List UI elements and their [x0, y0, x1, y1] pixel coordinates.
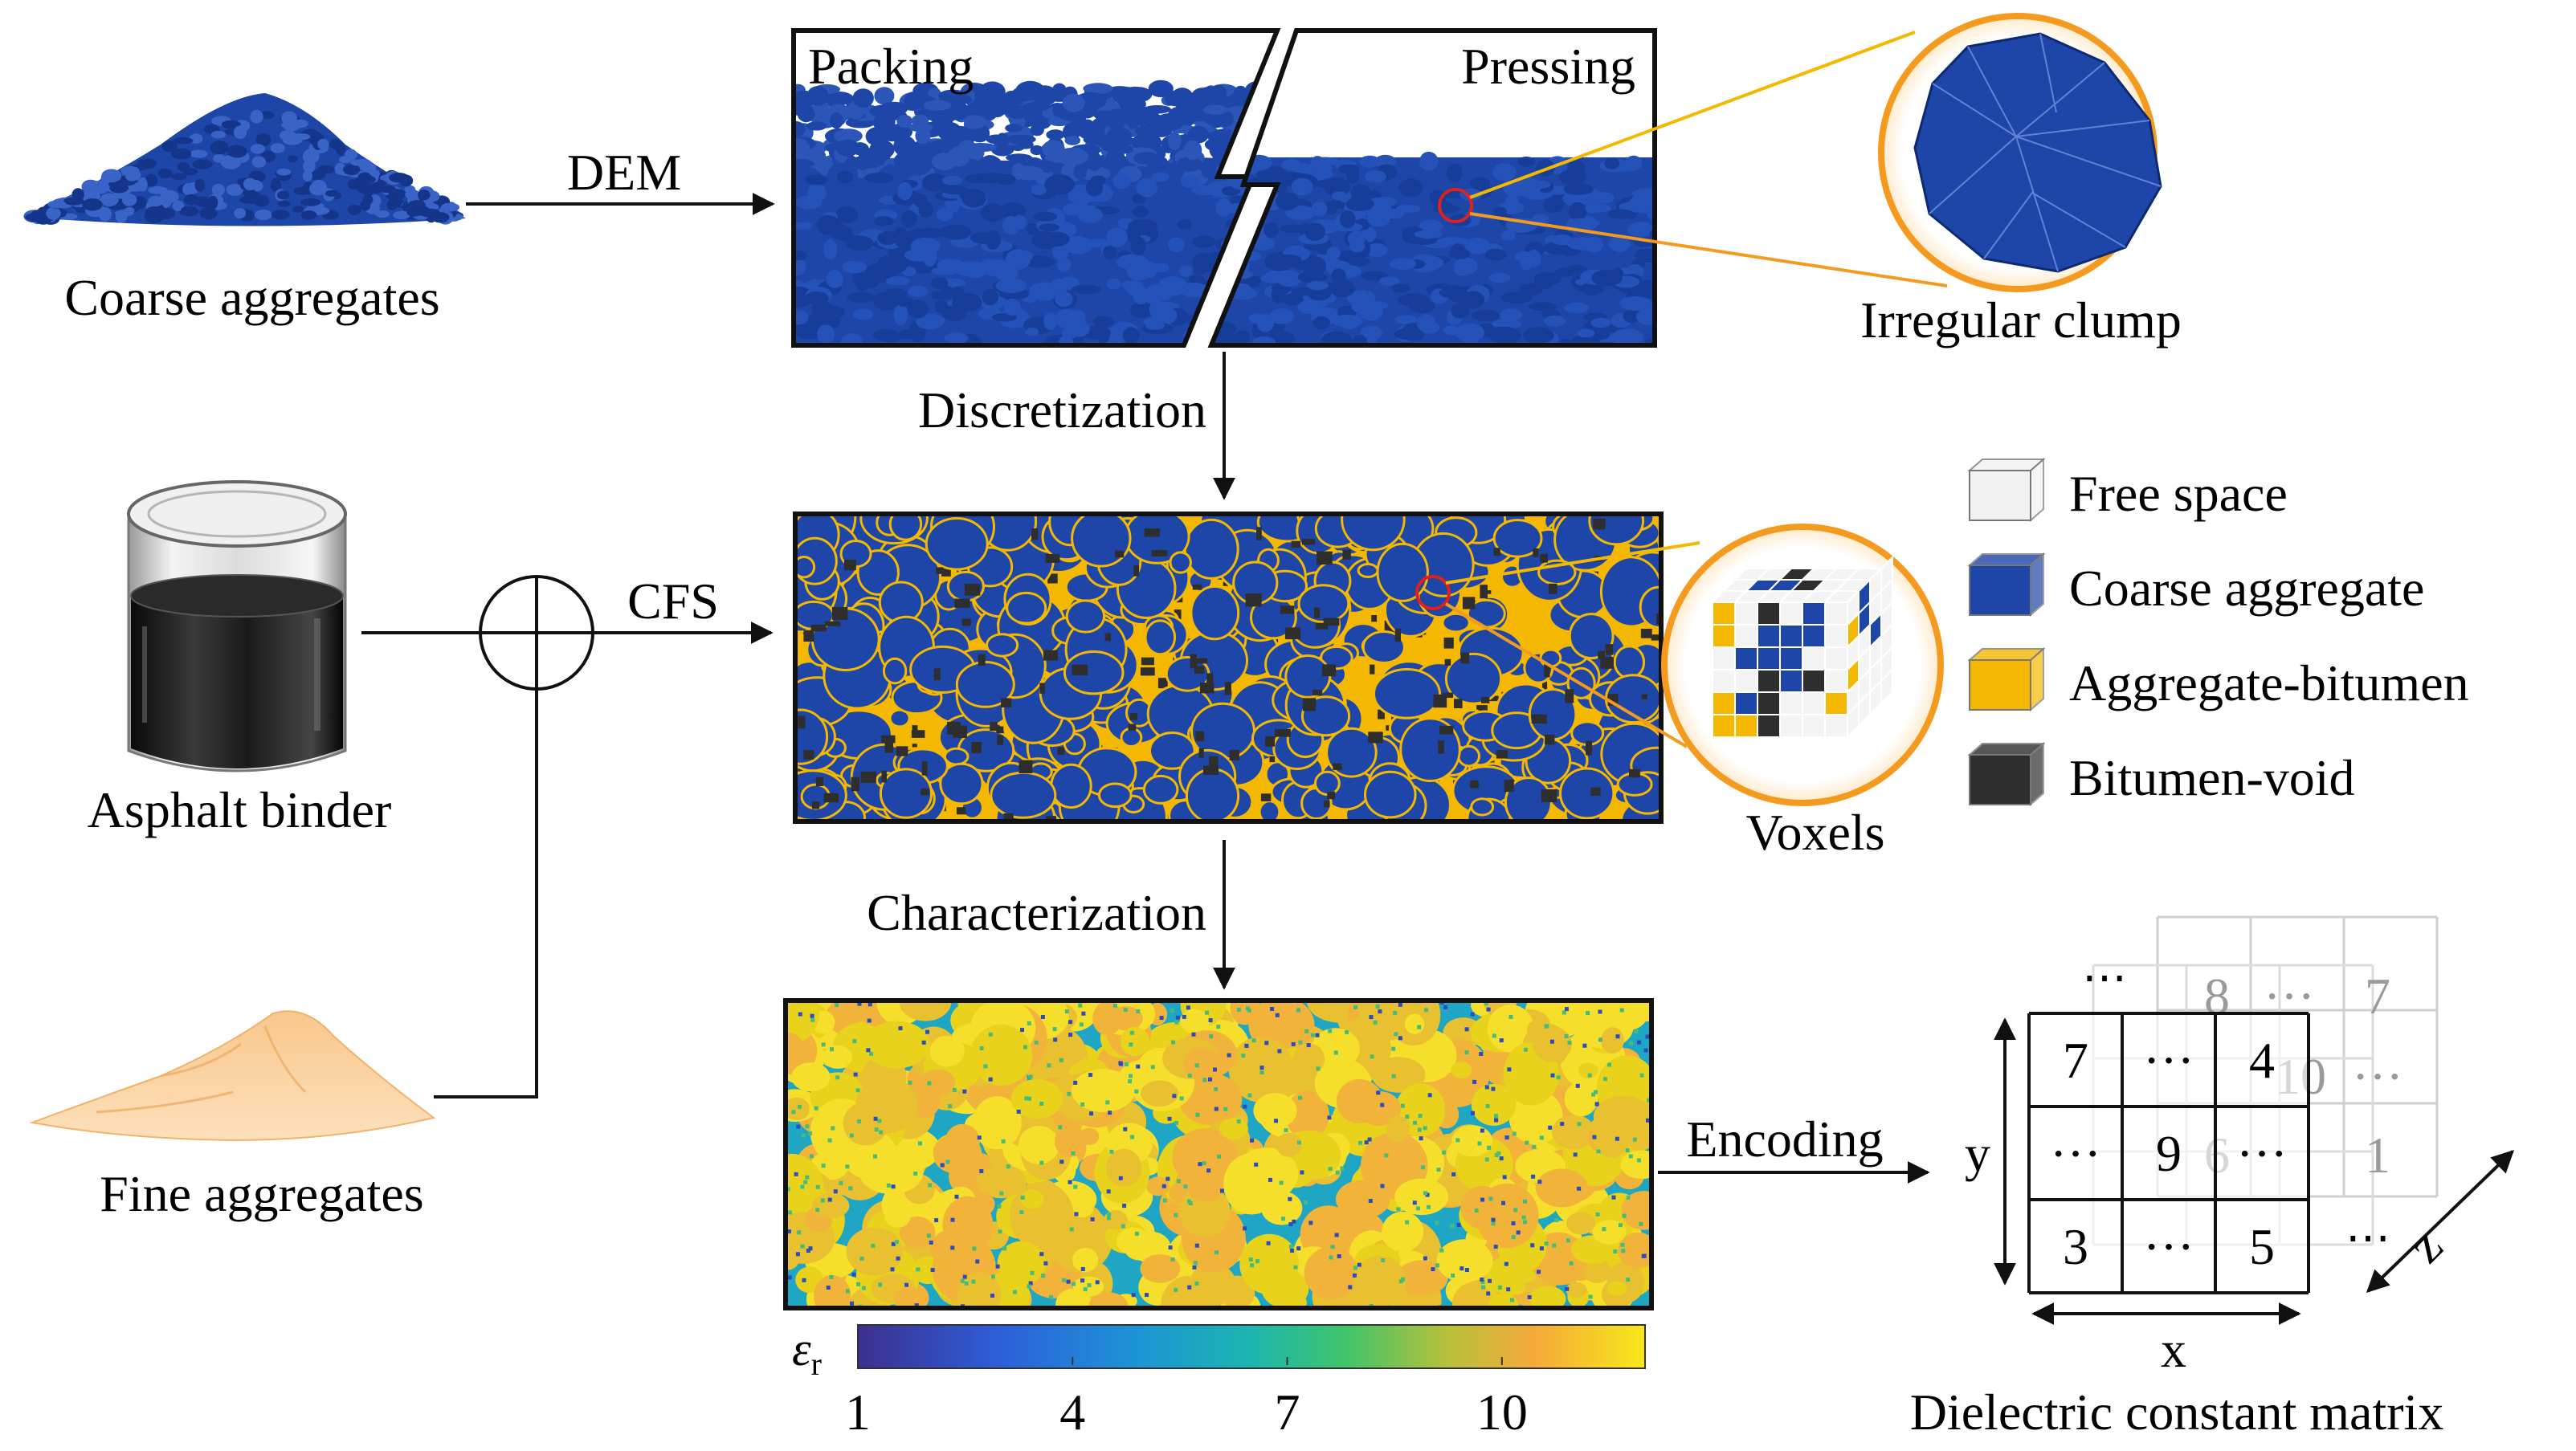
matrix-cell: ··· — [2143, 1218, 2194, 1275]
matrix-cell: ··· — [2050, 1125, 2101, 1182]
matrix-back-cell: ··· — [2352, 1048, 2403, 1105]
colorbar-tick-10: 10 — [1476, 1384, 1528, 1441]
colorbar-tick-7: 7 — [1275, 1384, 1300, 1441]
matrix-cell: ··· — [2143, 1032, 2194, 1089]
matrix-cell: ··· — [2236, 1125, 2288, 1182]
matrix-cell: 4 — [2249, 1032, 2275, 1089]
irregular-clump-label: Irregular clump — [1860, 291, 2182, 348]
voxels-label: Voxels — [1745, 804, 1884, 861]
legend-item-free-space: Free space — [1967, 457, 2288, 523]
matrix-back-cell: 1 — [2365, 1127, 2390, 1184]
legend-label: Coarse aggregate — [2069, 560, 2424, 617]
legend-label: Bitumen-void — [2069, 749, 2355, 806]
legend-label: Free space — [2069, 465, 2288, 522]
clump-highlight-circle — [1438, 188, 1473, 223]
characterization-label: Characterization — [867, 884, 1206, 941]
dielectric-map-panel — [783, 998, 1654, 1310]
matrix-cell: 5 — [2249, 1218, 2275, 1275]
voxel-zoom-line-bottom — [1444, 602, 1688, 748]
matrix-axis-x: x — [2161, 1321, 2186, 1378]
legend-item-coarse-aggregate: Coarse aggregate — [1967, 552, 2424, 617]
legend-label: Aggregate-bitumen — [2069, 654, 2469, 711]
matrix-cell: 7 — [2063, 1032, 2088, 1089]
voxel-zoom-line-top — [1445, 541, 1700, 585]
voxel-highlight-circle — [1415, 575, 1451, 610]
asphalt-binder-jar-icon — [127, 480, 347, 772]
zoom-line-top — [1469, 31, 1916, 199]
matrix-axis-z: z — [2397, 1217, 2453, 1274]
matrix-axis-y: y — [1965, 1125, 1990, 1182]
voxel-cube-magnifier — [1661, 524, 1944, 806]
encoding-label: Encoding — [1686, 1111, 1883, 1168]
fine-aggregate-pile-icon — [29, 1010, 436, 1142]
pressing-panel — [1207, 28, 1657, 348]
clump-polyhedron-icon — [1913, 32, 2162, 273]
pressing-label: Pressing — [1461, 38, 1635, 95]
matrix-back-cell: 7 — [2365, 968, 2390, 1025]
irregular-clump-magnifier — [1878, 13, 2162, 292]
coarse-aggregates-label: Coarse aggregates — [64, 269, 439, 326]
colorbar-tick-4: 4 — [1059, 1384, 1085, 1441]
colorbar: 1 4 7 10 — [845, 1324, 1646, 1441]
matrix-cell: 3 — [2063, 1218, 2088, 1275]
discretization-label: Discretization — [918, 381, 1206, 438]
svg-text:⋯: ⋯ — [2345, 1213, 2390, 1263]
cfs-label: CFS — [627, 573, 719, 630]
packing-label: Packing — [808, 38, 974, 95]
svg-text:⋯: ⋯ — [2082, 953, 2127, 1003]
dielectric-constant-matrix: 8···710···617···4···9···3···5⋯⋯ — [1994, 915, 2515, 1325]
fine-aggregate-line — [434, 689, 538, 1098]
legend-item-aggregate-bitumen: Aggregate-bitumen — [1967, 646, 2469, 712]
zoom-line-bottom — [1469, 212, 1948, 287]
coarse-aggregate-pile-icon — [23, 93, 466, 226]
voxel-panel — [793, 512, 1664, 824]
colorbar-symbol: εr — [792, 1323, 822, 1382]
asphalt-binder-label: Asphalt binder — [88, 781, 392, 838]
colorbar-tick-1: 1 — [845, 1384, 871, 1441]
dem-label: DEM — [567, 144, 681, 201]
fine-aggregates-label: Fine aggregates — [100, 1165, 423, 1222]
matrix-title: Dielectric constant matrix — [1910, 1384, 2444, 1441]
matrix-cell: 9 — [2156, 1125, 2182, 1182]
legend-item-bitumen-void: Bitumen-void — [1967, 741, 2355, 807]
